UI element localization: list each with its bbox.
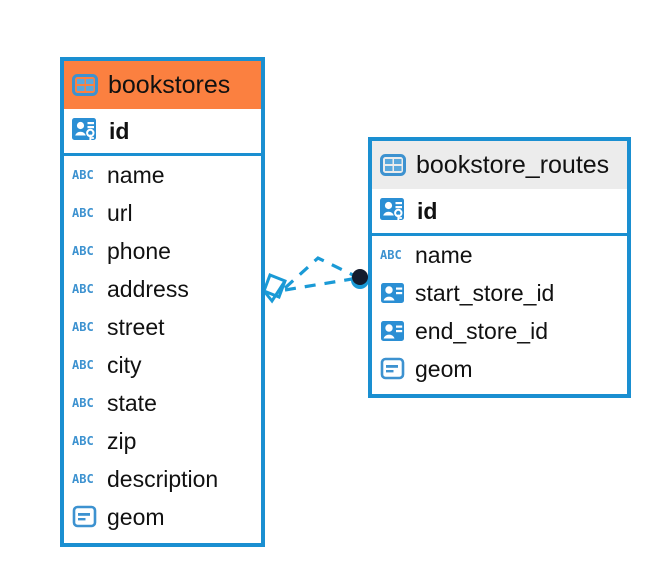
field-row-city[interactable]: ABC city [64, 346, 261, 384]
abc-text-icon: ABC [72, 434, 94, 448]
entity-title: bookstore_routes [416, 150, 610, 179]
field-label: state [107, 389, 157, 416]
table-icon [380, 154, 406, 176]
field-row-phone[interactable]: ABC phone [64, 232, 261, 270]
entity-header[interactable]: bookstores [64, 61, 261, 109]
entity-header[interactable]: bookstore_routes [372, 141, 627, 189]
svg-text:ABC: ABC [72, 358, 94, 372]
abc-text-icon: ABC [72, 282, 94, 296]
field-row-street[interactable]: ABC street [64, 308, 261, 346]
svg-text:ABC: ABC [72, 472, 94, 486]
entity-title: bookstores [108, 70, 231, 99]
field-label: id [109, 117, 130, 144]
relationship-line-lower [284, 277, 353, 292]
field-row-name[interactable]: ABC name [372, 236, 627, 274]
filled-circle-marker [351, 269, 369, 289]
entity-bookstores[interactable]: bookstores id ABC name [60, 57, 265, 547]
field-label: address [107, 275, 189, 302]
abc-text-icon: ABC [72, 244, 94, 258]
svg-text:ABC: ABC [380, 248, 402, 262]
foreign-key-icon [381, 321, 404, 341]
field-label: name [107, 161, 165, 188]
field-row-primary-key[interactable]: id [64, 109, 261, 156]
foreign-key-icon [381, 283, 404, 303]
abc-text-icon: ABC [72, 168, 94, 182]
field-row-description[interactable]: ABC description [64, 460, 261, 498]
field-label: end_store_id [415, 317, 548, 344]
primary-key-icon [380, 198, 404, 221]
svg-text:ABC: ABC [72, 206, 94, 220]
abc-text-icon: ABC [72, 206, 94, 220]
entity-bookstore-routes[interactable]: bookstore_routes id ABC name [368, 137, 631, 398]
geometry-icon [72, 505, 97, 528]
svg-text:ABC: ABC [72, 168, 94, 182]
svg-text:ABC: ABC [72, 396, 94, 410]
abc-text-icon: ABC [72, 320, 94, 334]
field-label: geom [107, 503, 165, 530]
svg-text:ABC: ABC [72, 320, 94, 334]
table-icon [72, 74, 98, 96]
field-row-geom[interactable]: geom [64, 498, 261, 536]
field-row-url[interactable]: ABC url [64, 194, 261, 232]
field-label: phone [107, 237, 171, 264]
field-label: zip [107, 427, 137, 454]
abc-text-icon: ABC [72, 358, 94, 372]
field-row-primary-key[interactable]: id [372, 189, 627, 236]
field-row-name[interactable]: ABC name [64, 156, 261, 194]
svg-text:ABC: ABC [72, 244, 94, 258]
abc-text-icon: ABC [72, 472, 94, 486]
field-row-state[interactable]: ABC state [64, 384, 261, 422]
field-label: name [415, 241, 473, 268]
field-label: start_store_id [415, 279, 555, 306]
field-label: geom [415, 355, 473, 382]
svg-text:ABC: ABC [72, 434, 94, 448]
field-label: description [107, 465, 219, 492]
field-label: id [417, 197, 438, 224]
relationship-line-upper [283, 256, 356, 290]
abc-text-icon: ABC [380, 248, 402, 262]
field-row-start-store-id[interactable]: start_store_id [372, 274, 627, 312]
diamond-marker [262, 273, 287, 304]
field-row-end-store-id[interactable]: end_store_id [372, 312, 627, 350]
geometry-icon [380, 357, 405, 380]
field-row-geom[interactable]: geom [372, 350, 627, 388]
field-row-zip[interactable]: ABC zip [64, 422, 261, 460]
field-label: city [107, 351, 142, 378]
primary-key-icon [72, 118, 96, 141]
abc-text-icon: ABC [72, 396, 94, 410]
field-row-address[interactable]: ABC address [64, 270, 261, 308]
field-label: street [107, 313, 165, 340]
svg-text:ABC: ABC [72, 282, 94, 296]
field-label: url [107, 199, 133, 226]
